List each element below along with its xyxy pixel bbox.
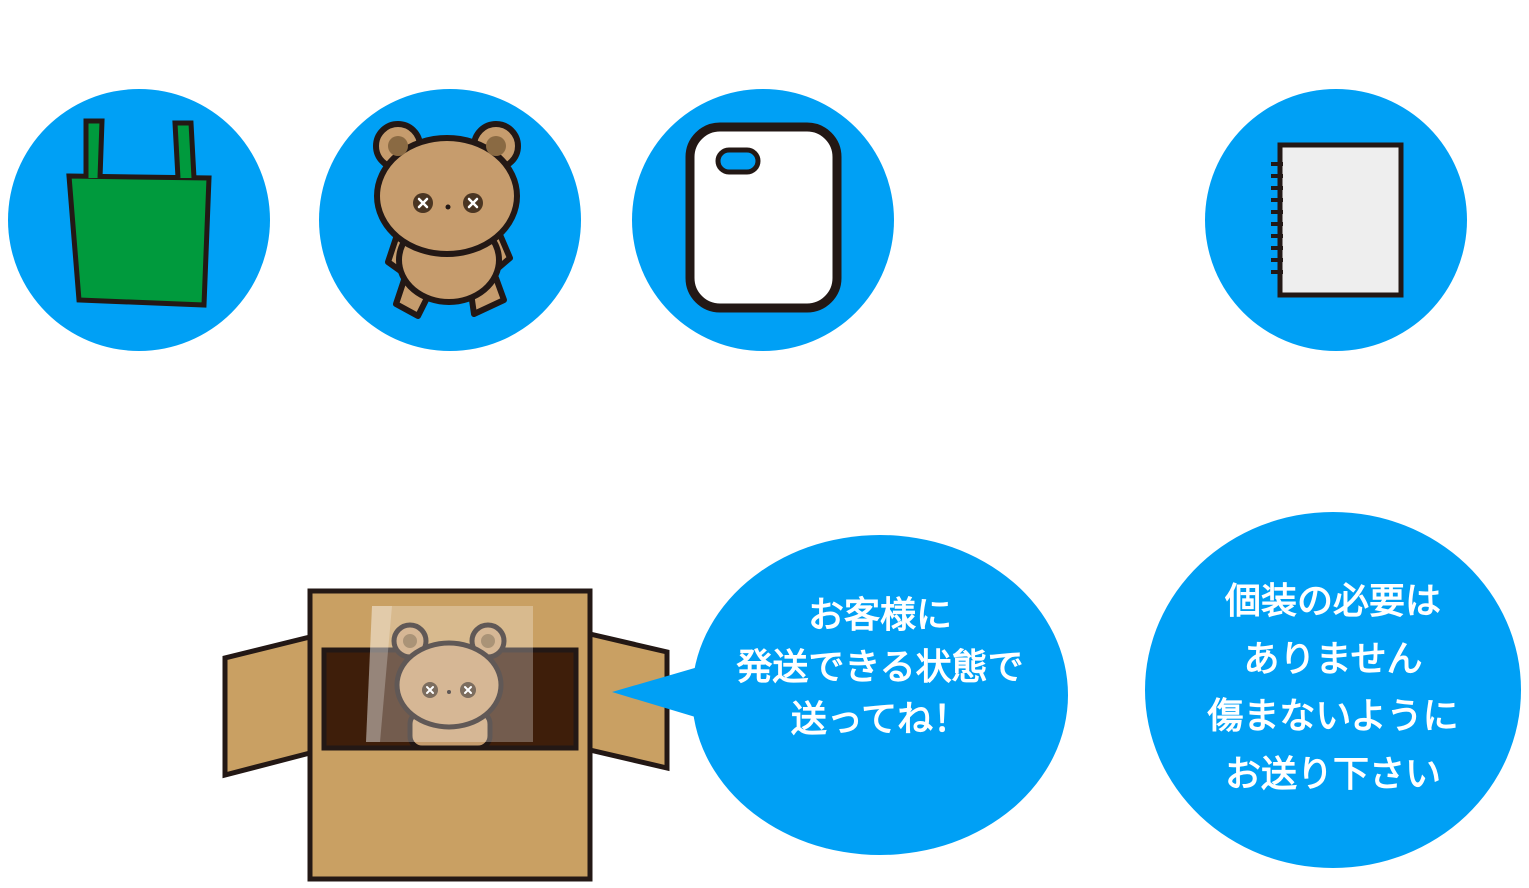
phone-case-icon [632, 89, 894, 351]
speech-bubble-1-text: お客様に 発送できる状態で 送ってね！ [700, 590, 1060, 747]
bear-plush-icon [319, 89, 581, 351]
bear-in-box-icon [391, 622, 507, 751]
bubble-2-line-1: 個装の必要は [1224, 581, 1441, 622]
shopping-bag-icon [8, 89, 270, 351]
bubble-1-line-3: 送ってね！ [790, 699, 970, 741]
speech-bubble-2 [1145, 512, 1521, 868]
bubble-1-line-2: 発送できる状態で [736, 647, 1024, 689]
bubble-2-line-2: ありません [1243, 638, 1423, 680]
bubble-1-line-1: お客様に [807, 595, 952, 636]
notebook-icon [1205, 89, 1467, 351]
bubble-2-line-3: 傷まないように [1207, 696, 1459, 738]
speech-bubble-1 [612, 535, 1068, 855]
bubble-2-line-4: お送り下さい [1224, 753, 1441, 795]
speech-bubble-2-text: 個装の必要は ありません 傷まないように お送り下さい [1153, 573, 1513, 803]
cardboard-box-icon [222, 588, 670, 882]
